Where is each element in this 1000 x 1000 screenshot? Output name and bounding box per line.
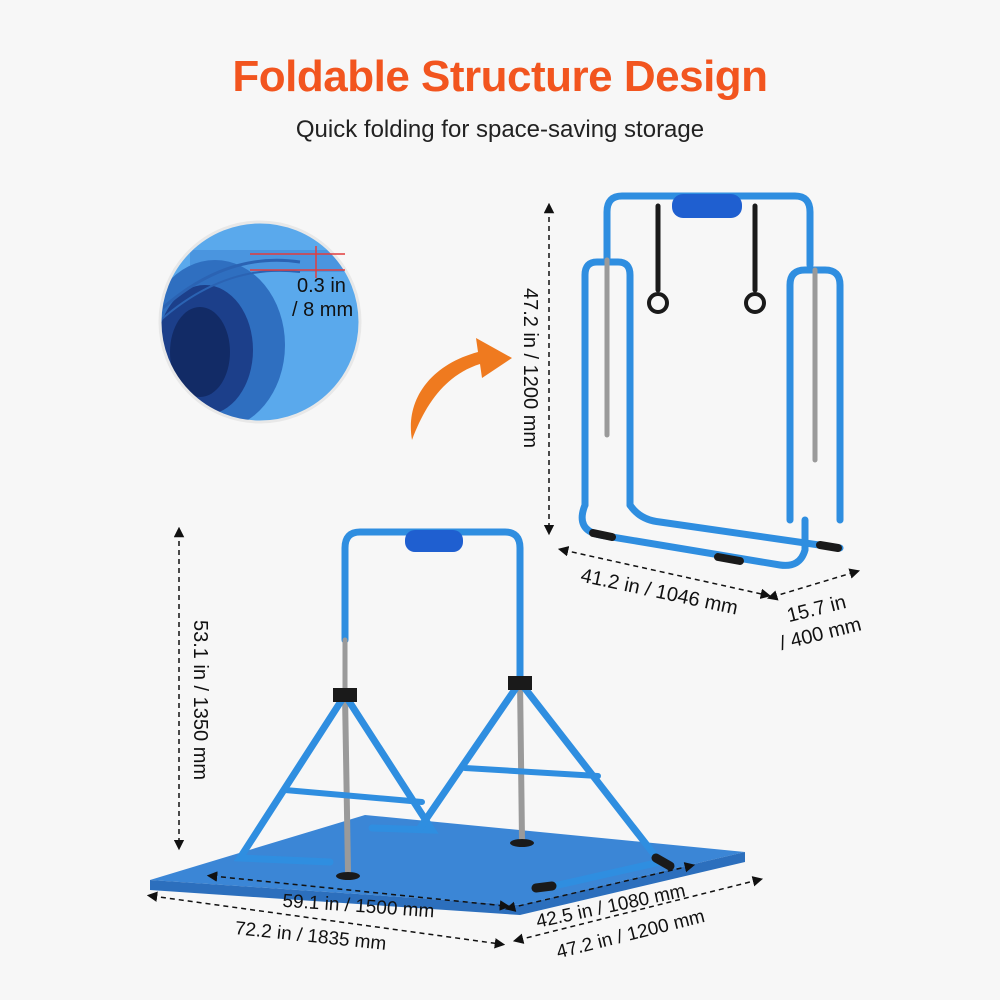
mat-thickness-callout: 0.3 in / 8 mm <box>158 220 362 424</box>
unfolded-height-label: 53.1 in / 1350 mm <box>189 620 211 780</box>
fold-transition-arrow <box>410 338 512 440</box>
page-subtitle: Quick folding for space-saving storage <box>295 116 705 143</box>
folded-height-dimension: 47.2 in / 1200 mm <box>519 202 555 536</box>
unfolded-height-dimension: 53.1 in / 1350 mm <box>173 526 211 851</box>
mat-width-label: 72.2 in / 1835 mm <box>234 918 387 955</box>
folded-height-label: 47.2 in / 1200 mm <box>519 288 541 448</box>
mat-thickness-in: 0.3 in <box>297 275 346 297</box>
folded-width-label: 41.2 in / 1046 mm <box>579 565 740 620</box>
folded-depth-dimension: 15.7 in / 400 mm <box>766 568 864 655</box>
page-title: Foldable Structure Design <box>232 52 768 101</box>
mat-thickness-mm: / 8 mm <box>292 299 353 321</box>
folded-frame-illustration <box>578 192 844 569</box>
